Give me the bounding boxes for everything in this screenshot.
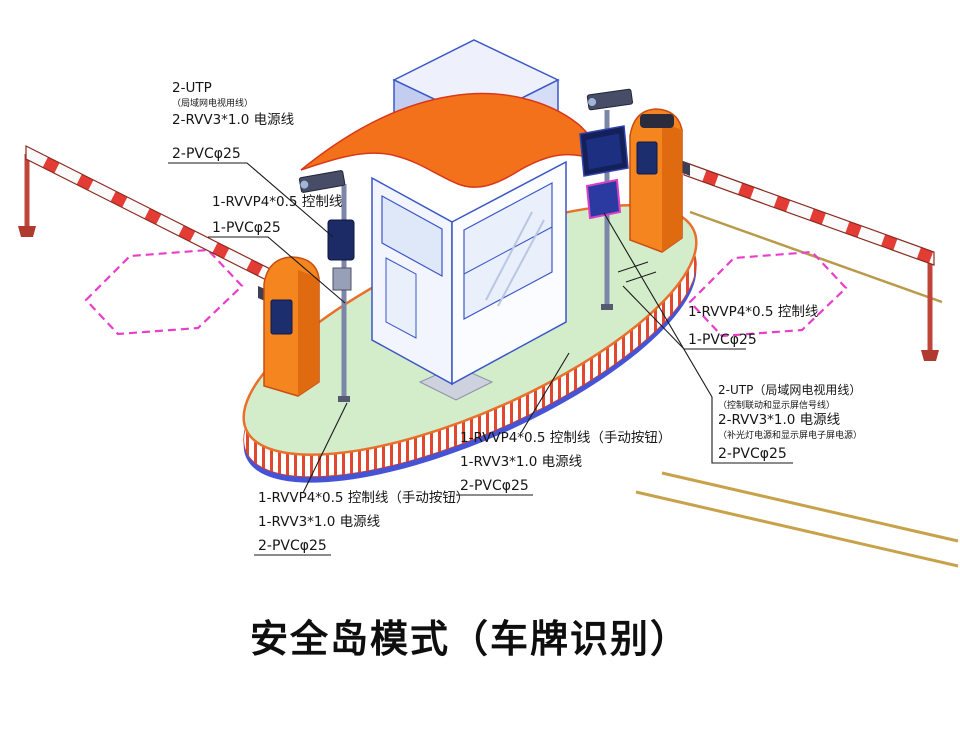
window-mullion [463, 226, 553, 275]
callout-line: 2-UTP [172, 80, 212, 96]
control-box [327, 219, 355, 261]
barrier-control-panel [270, 299, 293, 335]
window-glare-line [497, 219, 545, 307]
callout-line: （补光灯电源和显示屏电子屏电源） [718, 429, 862, 441]
left-support-pole-base [18, 226, 36, 237]
callout-line: 1-PVCφ25 [688, 332, 757, 348]
callout-line: 1-RVVP4*0.5 控制线（手动按钮） [258, 490, 469, 506]
diagram-title: 安全岛模式（车牌识别） [250, 617, 690, 661]
callout-line: 1-RVVP4*0.5 控制线 [688, 304, 818, 320]
conduit-mark [617, 261, 649, 273]
barrier-control-panel [636, 141, 658, 175]
right-barrier-arm [683, 161, 935, 266]
left-barrier-machine [258, 256, 320, 397]
callout-manual-button-left: 1-RVVP4*0.5 控制线（手动按钮） 1-RVV3*1.0 电源线 2-P… [254, 402, 469, 556]
right-barrier-machine [629, 108, 690, 253]
left-camera [298, 170, 346, 193]
right-pole-base [601, 304, 613, 310]
right-display-pole-group [579, 88, 634, 310]
window-glare-line [485, 211, 533, 301]
callout-line: 1-RVV3*1.0 电源线 [258, 514, 380, 530]
right-barrier-arm-group [683, 161, 939, 361]
left-barrier-arm-group [18, 145, 293, 294]
led-display-inner [586, 133, 622, 170]
right-camera [586, 88, 634, 111]
callout-leader-line [168, 162, 334, 238]
callout-entry-barrier: 1-RVVP4*0.5 控制线 1-PVCφ25 [208, 194, 346, 304]
callout-camera-pole: 2-UTP （局域网电视用线） 2-RVV3*1.0 电源线 2-PVCφ25 [168, 80, 334, 238]
callout-line: （控制联动和显示屏信号线） [718, 399, 835, 411]
callout-leader-line [603, 212, 793, 464]
callout-line: 1-RVVP4*0.5 控制线 [212, 194, 342, 210]
callout-line: 2-PVCφ25 [258, 538, 327, 554]
callout-line: 1-RVVP4*0.5 控制线（手动按钮） [460, 430, 671, 446]
road-line [661, 471, 959, 543]
detection-zone-right [688, 250, 848, 338]
callout-line: 2-RVV3*1.0 电源线 [718, 412, 840, 428]
callout-leader-line [208, 236, 346, 304]
guard-booth [300, 39, 598, 401]
left-camera-pole-group [298, 170, 355, 402]
camera-lens-icon [588, 98, 597, 107]
callout-exit-barrier: 1-RVVP4*0.5 控制线 1-PVCφ25 [622, 285, 818, 350]
callout-leader-line [520, 352, 570, 434]
detection-zone-left [84, 248, 244, 336]
road-line [635, 490, 959, 568]
junction-box [332, 267, 352, 291]
barrier-top-cap [640, 114, 674, 128]
camera-lens-icon [300, 180, 309, 189]
callout-line: 2-UTP（局域网电视用线） [718, 382, 861, 397]
detection-zones [84, 248, 848, 338]
booth-window-left [381, 194, 443, 278]
right-support-pole-base [921, 350, 939, 361]
callout-leader-line [302, 402, 348, 494]
barrier-cabinet-side [298, 270, 319, 396]
callout-line: 2-PVCφ25 [172, 146, 241, 162]
left-camera-pole-base [338, 396, 350, 402]
callout-display-pole: 2-UTP（局域网电视用线） （控制联动和显示屏信号线） 2-RVV3*1.0 … [603, 212, 862, 464]
barrier-cabinet-side [662, 122, 682, 252]
callout-line: 1-RVV3*1.0 电源线 [460, 454, 582, 470]
callout-manual-button-right: 1-RVVP4*0.5 控制线（手动按钮） 1-RVV3*1.0 电源线 2-P… [456, 352, 671, 496]
callout-line: 1-PVCφ25 [212, 220, 281, 236]
callout-line: 2-PVCφ25 [718, 446, 787, 462]
callout-line: 2-PVCφ25 [460, 478, 529, 494]
plate-recognition-display [585, 178, 622, 220]
booth-door [385, 257, 417, 339]
callout-line: 2-RVV3*1.0 电源线 [172, 112, 294, 128]
callout-line: （局域网电视用线） [172, 97, 253, 109]
booth-canopy [300, 92, 598, 188]
